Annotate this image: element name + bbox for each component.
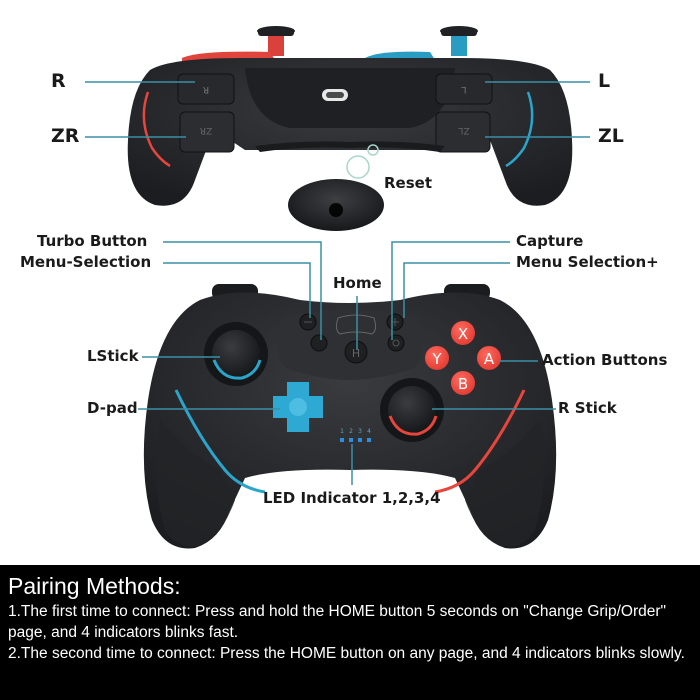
label-l: L (598, 70, 611, 92)
svg-text:ZR: ZR (200, 125, 212, 135)
pairing-title: Pairing Methods: (8, 573, 181, 599)
label-zr: ZR (51, 125, 80, 147)
svg-text:Y: Y (431, 350, 442, 368)
svg-text:R: R (203, 84, 209, 94)
controller-illustration: R ZR L ZL (85, 26, 590, 549)
front-view-leader-lines (138, 241, 556, 485)
svg-text:H: H (352, 347, 360, 360)
label-home: Home (333, 274, 382, 292)
pairing-step-2: 2.The second time to connect: Press the … (8, 645, 685, 662)
pairing-step-1: 1.The first time to connect: Press and h… (8, 603, 667, 641)
label-led-indicator: LED Indicator 1,2,3,4 (263, 489, 441, 507)
led-indicators: 1 2 3 4 (340, 428, 371, 442)
pairing-methods-panel: Pairing Methods: 1.The first time to con… (0, 565, 700, 700)
label-capture: Capture (516, 232, 584, 250)
label-action-buttons: Action Buttons (542, 351, 668, 369)
label-r: R (51, 70, 66, 92)
diagram-canvas: R ZR L ZL (20, 26, 668, 549)
top-view-leader-lines (85, 81, 590, 138)
label-zl: ZL (598, 125, 624, 147)
label-r-stick: R Stick (558, 399, 617, 417)
top-view-controller: R ZR L ZL (127, 26, 573, 231)
svg-text:3: 3 (358, 428, 362, 435)
svg-text:2: 2 (349, 428, 353, 435)
svg-text:X: X (458, 325, 468, 343)
label-turbo-button: Turbo Button (37, 232, 148, 250)
svg-text:1: 1 (340, 428, 344, 435)
front-view-controller: H X Y A B 1 2 (143, 284, 557, 549)
svg-text:B: B (458, 375, 468, 393)
label-menu-selection-minus: Menu-Selection (20, 253, 152, 271)
label-lstick: LStick (87, 347, 139, 365)
svg-text:ZL: ZL (458, 125, 469, 135)
label-dpad: D-pad (87, 399, 138, 417)
label-reset: Reset (384, 174, 432, 192)
svg-text:L: L (461, 84, 466, 94)
label-menu-selection-plus: Menu Selection+ (516, 253, 659, 271)
svg-text:A: A (484, 350, 495, 368)
svg-text:4: 4 (367, 428, 371, 435)
